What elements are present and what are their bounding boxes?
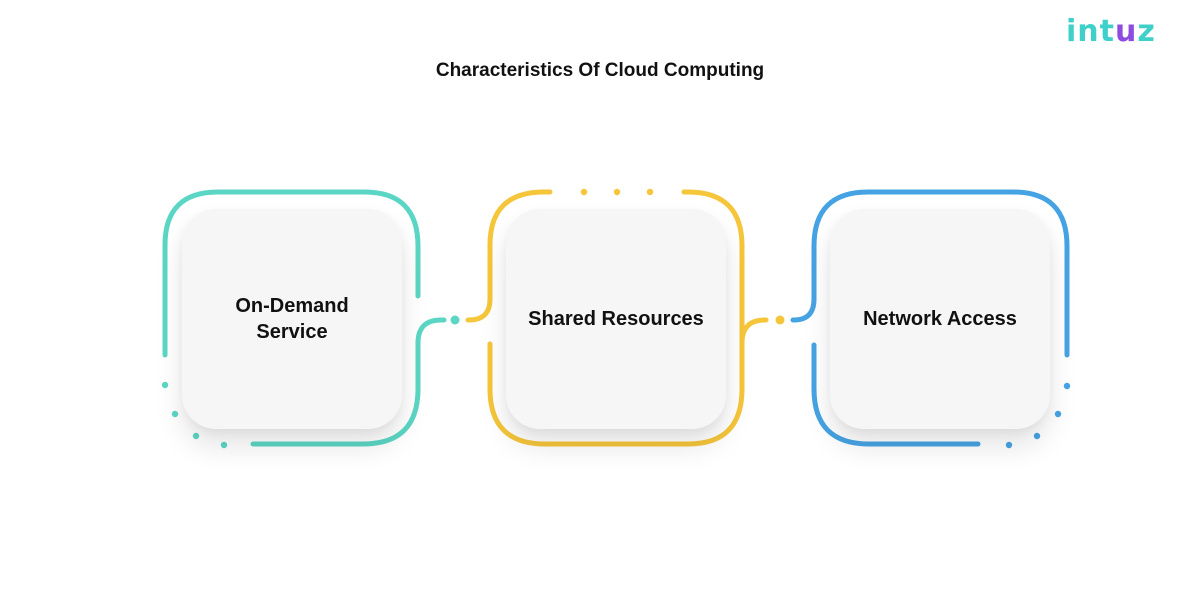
yellow-connector-path: [739, 317, 769, 392]
blue-dots: [1005, 382, 1071, 449]
teal-dot: [161, 381, 169, 389]
teal-frame: [162, 189, 447, 447]
yellow-connector-dot: [775, 315, 785, 325]
blue-frame-bottom: [811, 342, 981, 447]
teal-dot: [171, 410, 179, 418]
blue-dot: [1063, 382, 1071, 390]
card-label: Shared Resources: [528, 308, 704, 330]
teal-frame-bottom: [250, 317, 447, 447]
yellow-dot: [613, 188, 621, 196]
yellow-connector: [739, 317, 769, 392]
blue-dot: [1005, 441, 1013, 449]
card-shared-resources: Shared Resources: [506, 209, 726, 429]
yellow-frame-bottom: [487, 341, 745, 447]
card-label: On-Demand Service: [235, 295, 349, 343]
blue-dot: [1054, 410, 1062, 418]
card-on-demand-service: On-Demand Service: [182, 209, 402, 429]
teal-dot: [192, 432, 200, 440]
yellow-frame-right: [681, 189, 745, 360]
blue-frame-top: [790, 189, 1070, 358]
teal-frame-top: [162, 189, 421, 358]
card-label: Network Access: [863, 308, 1017, 330]
yellow-dots: [580, 188, 785, 325]
teal-dots: [161, 315, 460, 449]
yellow-frame: [465, 189, 745, 447]
blue-frame: [790, 189, 1070, 447]
diagram-title: Characteristics Of Cloud Computing: [435, 60, 765, 81]
yellow-frame-left: [465, 189, 553, 323]
blue-dot: [1033, 432, 1041, 440]
teal-dot: [220, 441, 228, 449]
yellow-dot: [646, 188, 654, 196]
yellow-dot: [580, 188, 588, 196]
teal-connector-dot: [450, 315, 460, 325]
card-network-access: Network Access: [830, 209, 1050, 429]
intuz-logo: intuz: [1066, 14, 1156, 49]
